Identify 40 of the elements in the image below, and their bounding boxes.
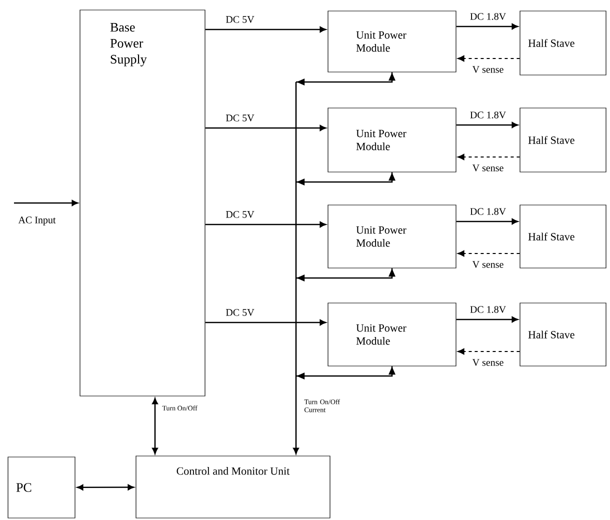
edge-label: DC 1.8V (468, 12, 508, 21)
edge-label: V sense (471, 164, 505, 172)
edge-label: DC 5V (224, 308, 256, 317)
module-box: Unit Power Module (328, 108, 456, 172)
stave-box: Half Stave (520, 302, 606, 366)
arrow (458, 250, 520, 257)
edge-label: V sense (471, 358, 505, 367)
edge-label: V sense (471, 260, 505, 269)
stave-box: Half Stave (520, 204, 606, 268)
module-box: Unit Power Module (328, 302, 456, 366)
arrow (456, 122, 518, 128)
arrow (205, 125, 326, 131)
arrow (456, 218, 518, 224)
edge-label: DC 1.8V (468, 207, 508, 216)
module-box: Unit Power Module (328, 204, 456, 268)
arrow (456, 24, 518, 30)
edge-label: DC 5V (224, 210, 256, 219)
arrow (14, 200, 78, 206)
edge-label: V sense (471, 65, 505, 74)
edge-label: DC 5V (224, 15, 256, 24)
arrow (458, 55, 520, 62)
arrow (205, 320, 326, 326)
edge-label: DC 1.8V (468, 305, 508, 314)
arrow (76, 484, 134, 490)
edge-label: DC 5V (224, 114, 256, 122)
stave-box: Half Stave (520, 10, 606, 76)
arrow (458, 348, 520, 355)
arrow (456, 316, 518, 322)
stave-box: Half Stave (520, 108, 606, 172)
arrow (152, 398, 158, 454)
arrow (205, 222, 326, 228)
module-box: Unit Power Module (328, 10, 456, 72)
pc-box: PC (8, 456, 76, 518)
power-supply-box: Base Power Supply (80, 10, 206, 396)
control-unit-box: Control and Monitor Unit (136, 456, 330, 518)
arrow (458, 154, 520, 160)
edge-label: DC 1.8V (468, 110, 508, 120)
bus-arrow (293, 72, 396, 454)
edge-label: AC Input (17, 216, 57, 226)
arrow (205, 26, 326, 32)
